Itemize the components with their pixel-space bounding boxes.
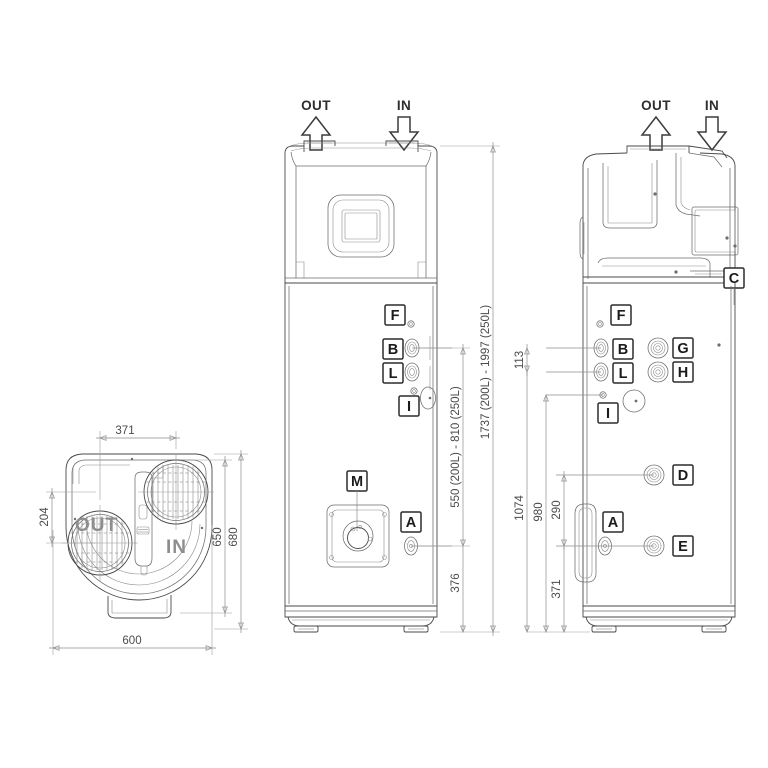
side-view: OUT IN — [514, 98, 745, 633]
side-callout-H-text: H — [678, 365, 688, 381]
side-arrow-in: IN — [696, 98, 728, 152]
side-callout-I: I — [546, 389, 646, 424]
front-callout-F: F — [384, 304, 415, 328]
front-callout-I-text: I — [407, 399, 411, 415]
side-callout-F: F — [596, 304, 632, 328]
dim-650-text: 650 — [212, 527, 224, 546]
dim-height-conn: 550 (200L) - 810 (250L) — [418, 344, 470, 550]
front-callout-L: L — [382, 362, 420, 384]
dim-290-text: 290 — [551, 500, 563, 519]
dim-204-text: 204 — [39, 507, 51, 527]
front-callout-M: M — [326, 470, 390, 568]
dim-980-text: 980 — [533, 502, 545, 521]
front-callout-A-text: A — [406, 515, 417, 531]
front-in-label: IN — [397, 98, 411, 113]
side-callout-E: E — [556, 535, 694, 557]
dim-650: 650 — [180, 456, 232, 617]
front-callout-A: A — [400, 511, 452, 556]
side-callout-I-text: I — [606, 406, 610, 422]
front-callout-F-text: F — [391, 308, 400, 324]
dim-371-side: 371 — [551, 546, 567, 633]
dim-680: 680 — [214, 450, 248, 633]
front-callout-M-text: M — [351, 474, 363, 490]
front-callout-B-text: B — [388, 342, 398, 358]
dim-1074: 1074 — [514, 372, 590, 633]
dim-113-text: 113 — [514, 351, 526, 369]
side-callout-E-text: E — [678, 539, 688, 555]
dim-height-overall: 1737 (200L) - 1997 (250L) — [440, 142, 500, 636]
side-callout-G: G — [647, 337, 694, 359]
dim-680-text: 680 — [228, 527, 240, 546]
side-callout-A-text: A — [608, 515, 619, 531]
top-view-port-in — [138, 454, 214, 530]
dim-1074-text: 1074 — [514, 495, 526, 521]
dim-980: 980 — [533, 394, 549, 633]
top-view: OUT IN 371 204 650 — [39, 425, 248, 655]
top-view-out-label: OUT — [75, 515, 118, 536]
dim-113: 113 — [514, 344, 530, 376]
side-callout-H: H — [647, 361, 694, 383]
top-view-control-strip — [134, 465, 164, 576]
dim-height-overall-text: 1737 (200L) - 1997 (250L) — [480, 305, 492, 439]
side-callout-F-text: F — [617, 308, 626, 324]
front-display-panel — [327, 194, 395, 258]
front-arrow-out: OUT — [300, 98, 332, 151]
side-callout-B: B — [546, 338, 634, 360]
dim-600-text: 600 — [122, 635, 141, 647]
side-callout-L-text: L — [619, 366, 628, 382]
dim-376: 376 — [450, 550, 466, 633]
side-arrow-out: OUT — [640, 98, 672, 151]
dim-600: 600 — [49, 525, 216, 655]
front-callout-B: B — [382, 338, 452, 360]
side-callout-G-text: G — [677, 341, 688, 357]
side-callout-L: L — [546, 362, 634, 384]
side-callout-C: C — [723, 267, 745, 305]
front-out-label: OUT — [301, 98, 331, 113]
dim-290: 290 — [551, 471, 567, 550]
side-handle — [574, 503, 597, 583]
dim-371-side-text: 371 — [551, 579, 563, 598]
side-out-label: OUT — [641, 98, 671, 113]
side-callout-C-text: C — [729, 271, 740, 287]
dim-371: 371 — [96, 425, 180, 500]
top-view-in-label: IN — [166, 537, 187, 558]
front-arrow-in: IN — [388, 98, 420, 152]
side-callout-D-text: D — [678, 468, 688, 484]
top-view-port-out — [62, 505, 138, 581]
dim-371-text: 371 — [115, 425, 134, 437]
dim-376-text: 376 — [450, 573, 462, 592]
front-callout-L-text: L — [389, 366, 398, 382]
side-callout-A: A — [598, 511, 624, 556]
dim-height-conn-text: 550 (200L) - 810 (250L) — [450, 386, 462, 508]
front-view: OUT IN — [284, 98, 500, 636]
dim-204: 204 — [39, 488, 96, 547]
side-callout-B-text: B — [618, 342, 628, 358]
front-callout-I: I — [398, 386, 436, 417]
side-in-label: IN — [705, 98, 719, 113]
side-callout-D: D — [556, 464, 694, 486]
